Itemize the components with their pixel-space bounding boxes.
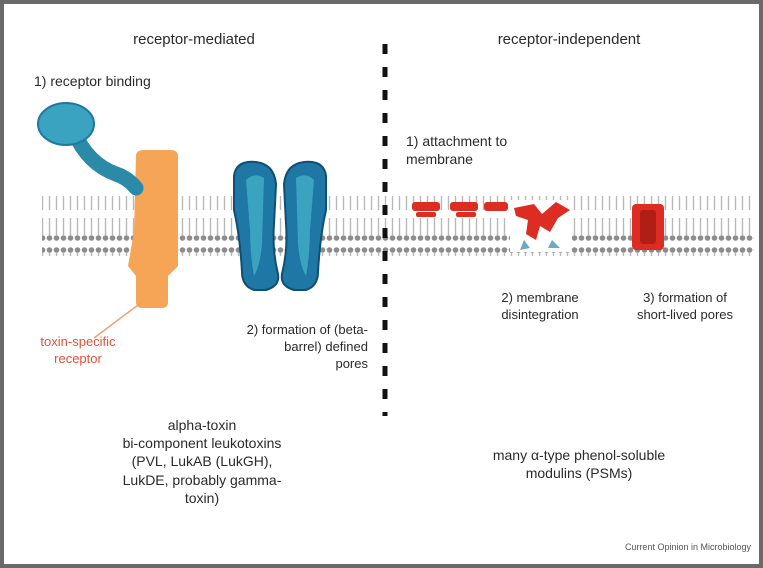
label-receptor-binding: 1) receptor binding bbox=[34, 72, 151, 90]
label-right-toxins: many α-type phenol-soluble modulins (PSM… bbox=[434, 446, 724, 482]
label-attachment: 1) attachment to membrane bbox=[406, 132, 507, 168]
membrane-disintegration bbox=[510, 200, 572, 252]
receptor-pointer-line bbox=[88, 296, 158, 346]
label-short-lived-pores: 3) formation of short-lived pores bbox=[616, 290, 754, 324]
heading-receptor-independent: receptor-independent bbox=[444, 30, 694, 50]
toxin-monomer-head bbox=[38, 103, 94, 145]
label-left-toxins: alpha-toxin bi-component leukotoxins (PV… bbox=[82, 416, 322, 507]
short-lived-pore bbox=[632, 204, 664, 250]
label-membrane-disintegration: 2) membrane disintegration bbox=[480, 290, 600, 324]
toxin-receptor bbox=[128, 150, 178, 308]
label-source: Current Opinion in Microbiology bbox=[625, 542, 751, 554]
label-pore-formation: 2) formation of (beta- barrel) defined p… bbox=[188, 322, 368, 373]
heading-receptor-mediated: receptor-mediated bbox=[64, 30, 324, 50]
